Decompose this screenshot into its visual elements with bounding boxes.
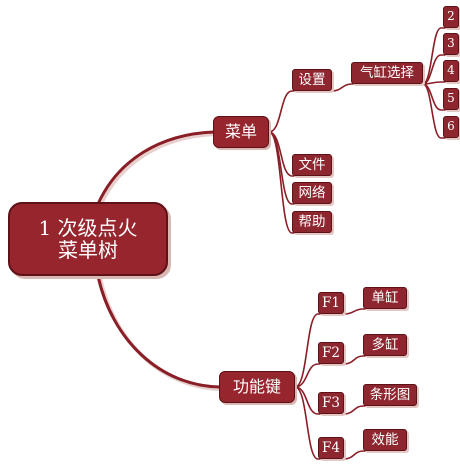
connector-menu-to-setting <box>268 90 332 133</box>
connector-f3-to-bar <box>343 405 417 415</box>
f2-node: F2 <box>318 342 344 364</box>
efficiency-node: 效能 <box>363 429 407 451</box>
root-title-line2: 菜单树 <box>58 238 118 262</box>
cylinder-number-3: 3 <box>443 33 459 55</box>
connector-f4-to-efficiency <box>343 450 407 460</box>
setting-node: 设置 <box>292 69 332 91</box>
connector-setting-to-cylinder-select <box>331 83 423 92</box>
cylinder-select-node: 气缸选择 <box>351 62 423 84</box>
bar-chart-node: 条形图 <box>363 384 417 406</box>
root-title-line1: 1 次级点火 <box>38 216 138 240</box>
single-cylinder-node: 单缸 <box>363 287 407 309</box>
cylinder-number-2: 2 <box>443 6 459 28</box>
f4-node: F4 <box>318 437 344 459</box>
cylinder-number-6: 6 <box>443 116 459 138</box>
multi-cylinder-node: 多缸 <box>363 334 407 356</box>
connector-f2-to-multi <box>343 355 407 365</box>
menu-node: 菜单 <box>213 116 269 148</box>
f1-node: F1 <box>318 292 344 314</box>
connector-f1-to-single <box>343 308 407 315</box>
network-node: 网络 <box>292 182 332 204</box>
cylinder-number-4: 4 <box>443 60 459 82</box>
root-node: 1 次级点火 菜单树 <box>8 202 168 276</box>
connector-cylinder-to-3 <box>422 54 459 85</box>
connector-cylinder-to-6 <box>422 83 459 139</box>
connector-root-to-function-keys <box>96 275 221 389</box>
connector-function-to-f4 <box>294 386 344 460</box>
connector-function-to-f1 <box>294 313 344 388</box>
f3-node: F3 <box>318 392 344 414</box>
connector-menu-to-help <box>268 131 332 234</box>
help-node: 帮助 <box>292 211 332 233</box>
connector-function-to-f2 <box>294 363 344 388</box>
connector-cylinder-to-4 <box>422 81 459 85</box>
connector-root-to-menu <box>96 130 215 205</box>
cylinder-number-5: 5 <box>443 88 459 110</box>
file-node: 文件 <box>292 154 332 176</box>
function-keys-node: 功能键 <box>219 371 295 403</box>
